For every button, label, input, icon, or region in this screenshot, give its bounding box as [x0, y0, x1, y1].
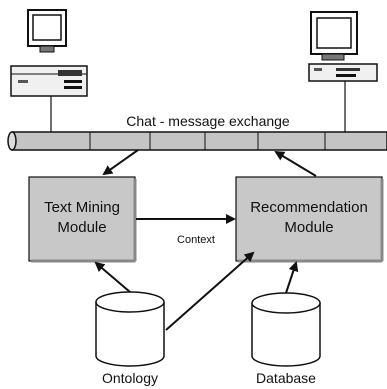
right-computer-icon [308, 11, 378, 82]
recommendation-module: Recommendation Module [235, 176, 384, 263]
bus-pipe-icon [7, 131, 387, 151]
ontology-label: Ontology [102, 370, 158, 386]
arrow-ontology-to-recommendation [165, 251, 255, 331]
arrow-recommendation-to-bus [274, 150, 317, 177]
text-mining-label-line2: Module [57, 219, 106, 236]
database-cylinder-icon [251, 292, 321, 367]
left-computer-icon [10, 9, 88, 97]
recommendation-label-line2: Module [284, 219, 333, 236]
text-mining-module: Text Mining Module [28, 176, 137, 263]
arrow-bus-to-text-mining [102, 149, 139, 176]
arrow-ontology-to-text-mining [94, 261, 131, 293]
arrow-database-to-recommendation [285, 261, 299, 294]
context-label: Context [177, 234, 215, 246]
recommendation-label-line1: Recommendation [250, 199, 368, 216]
database-label: Database [256, 370, 316, 386]
text-mining-label-line1: Text Mining [44, 199, 120, 216]
ontology-cylinder-icon [95, 291, 165, 367]
bus-label: Chat - message exchange [126, 113, 290, 129]
